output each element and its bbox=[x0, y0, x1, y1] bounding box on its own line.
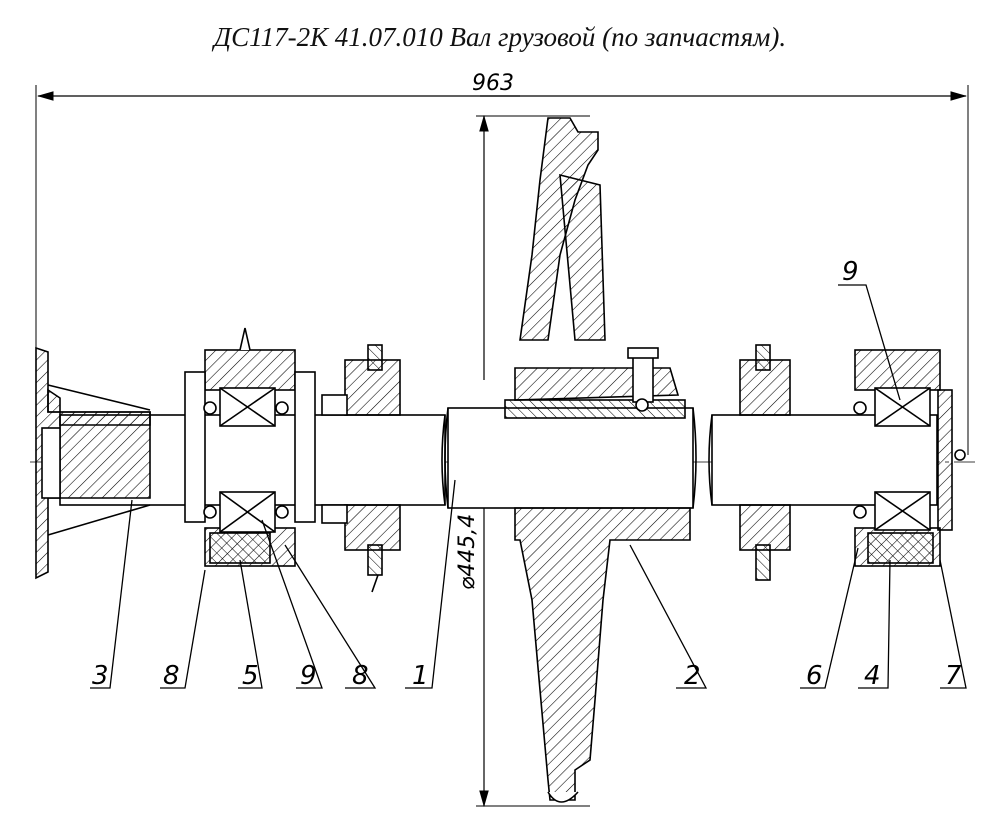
callout-8: 8 bbox=[163, 661, 180, 691]
right-seal bbox=[739, 344, 791, 581]
callout-1: 1 bbox=[412, 661, 429, 691]
callout-7: 7 bbox=[945, 661, 962, 691]
callout-4: 4 bbox=[864, 661, 881, 691]
dimension-sprocket-diameter: ⌀445,4 bbox=[455, 514, 480, 590]
drawing-title: ДС117-2К 41.07.010 Вал грузовой (по запч… bbox=[213, 22, 787, 52]
diameter-dimension: ⌀445,4 bbox=[455, 114, 590, 808]
callout-9: 9 bbox=[300, 661, 317, 691]
callout-9-right: 9 bbox=[842, 257, 859, 287]
left-bearing-housing bbox=[184, 327, 316, 567]
callout-5: 5 bbox=[242, 661, 259, 691]
callout-2: 2 bbox=[684, 661, 701, 691]
dimension-overall-length: 963 bbox=[472, 71, 514, 96]
callout-6: 6 bbox=[806, 661, 823, 691]
callout-3: 3 bbox=[92, 661, 109, 691]
leader-lines bbox=[90, 284, 967, 689]
callout-8-second: 8 bbox=[352, 661, 369, 691]
left-seal bbox=[321, 344, 401, 593]
callout-labels: 3 8 5 9 8 1 2 6 4 7 9 bbox=[92, 257, 962, 691]
right-bearing-housing bbox=[853, 349, 966, 567]
sprocket bbox=[504, 117, 691, 803]
overall-dimension: 963 bbox=[35, 71, 969, 455]
left-flange bbox=[35, 346, 151, 580]
